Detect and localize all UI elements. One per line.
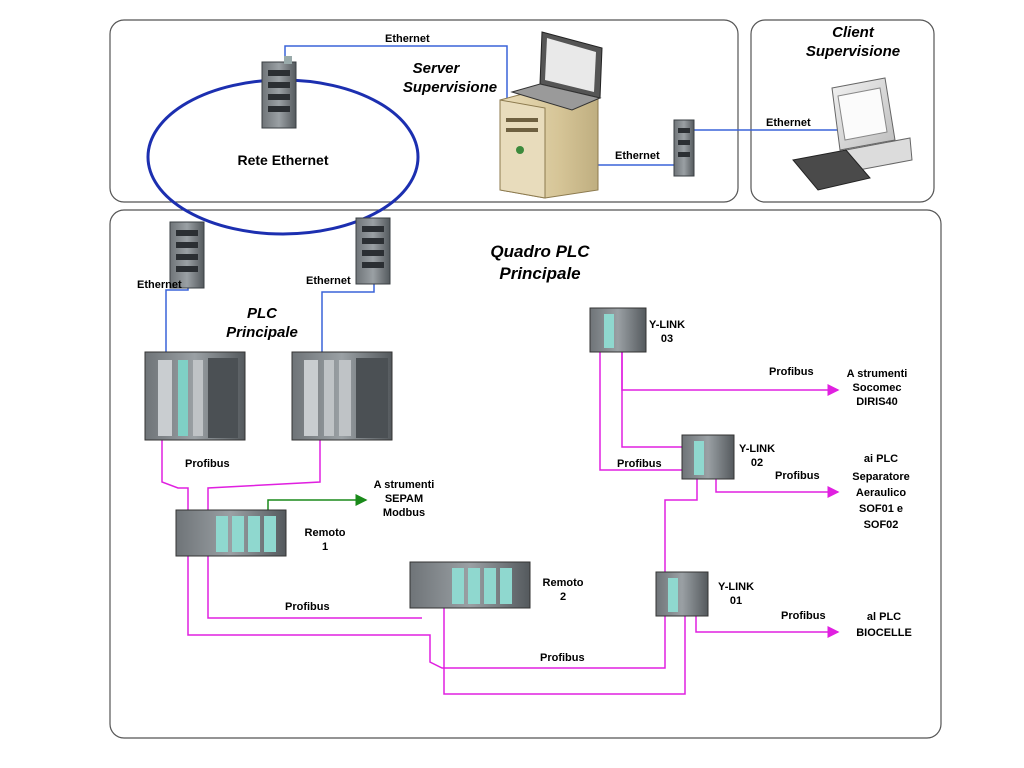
ethernet-switch-left (169, 221, 205, 289)
ethernet-switch-small (673, 119, 695, 177)
profibus-label-mid: Profibus (285, 601, 330, 613)
profibus-label-ylink01-out: Profibus (781, 610, 826, 622)
remoto2-rack (409, 561, 531, 609)
plc-rack-right (291, 351, 393, 441)
ethernet-label-top: Ethernet (385, 33, 430, 45)
profibus-label-plc: Profibus (185, 458, 230, 470)
profibus-label-bottom: Profibus (540, 652, 585, 664)
remoto1-rack (175, 509, 287, 557)
ylink03-device (589, 307, 647, 353)
ethernet-switch-right (355, 217, 391, 285)
profibus-label-ylink02: Profibus (617, 458, 662, 470)
rete-label: Rete Ethernet (237, 152, 328, 168)
profibus-label-ylink02-out: Profibus (775, 470, 820, 482)
plc-rack-left (144, 351, 246, 441)
ylink02-device (681, 434, 735, 480)
laptop-icon (510, 31, 603, 111)
profibus-label-ylink03: Profibus (769, 366, 814, 378)
server-icon (499, 87, 599, 199)
ylink01-device (655, 571, 709, 617)
ethernet-label-server: Ethernet (615, 150, 660, 162)
ethernet-label-right: Ethernet (306, 275, 351, 287)
ethernet-switch-top (261, 56, 297, 129)
ethernet-label-left: Ethernet (137, 279, 182, 291)
client-pc-icon (792, 77, 913, 191)
ethernet-label-client: Ethernet (766, 117, 811, 129)
client-panel (750, 19, 935, 203)
quadro-panel (109, 209, 942, 739)
server-panel (109, 19, 739, 203)
